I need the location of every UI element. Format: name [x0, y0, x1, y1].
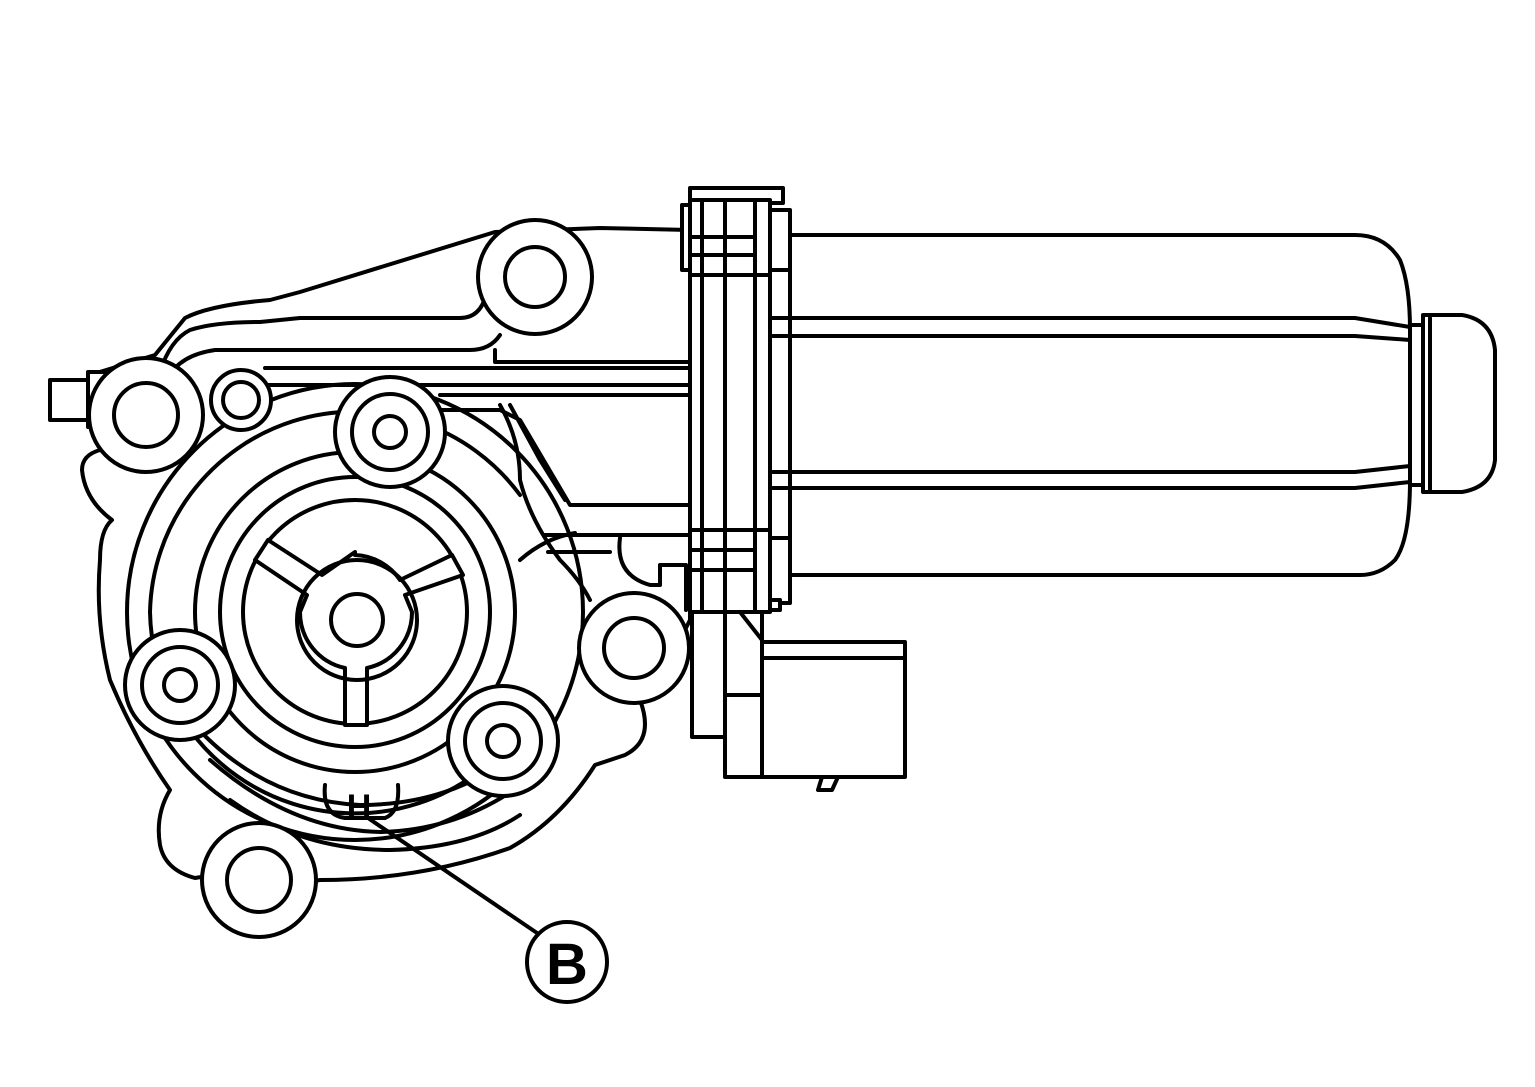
boss-left-lower [123, 628, 237, 742]
marking-letter: H [347, 788, 372, 826]
gear-cover-ring-4 [218, 475, 492, 749]
motor-end-cap [1421, 313, 1497, 494]
housing-inner-contour-top [158, 268, 492, 374]
electric-motor [768, 233, 1497, 577]
housing-diagonal-rib [498, 403, 592, 602]
boss-upper-center [333, 375, 447, 489]
hub-ring [295, 558, 419, 682]
motor-band-upper [768, 316, 1412, 342]
housing-channel-lower [518, 531, 692, 612]
housing-top-slot [493, 348, 692, 364]
motor-body [788, 233, 1412, 577]
housing-inner-contour-mid [166, 333, 502, 380]
electrical-connector [690, 610, 907, 792]
housing-rib-channel [438, 393, 692, 507]
small-pin [209, 368, 273, 432]
callout-circle [525, 920, 609, 1004]
boss-right [577, 591, 691, 705]
boss-lower-center [446, 684, 560, 798]
hub-bore [329, 592, 385, 648]
callout-label: B [546, 932, 588, 997]
callout-leader-line [366, 816, 542, 937]
marking-recess [322, 783, 401, 820]
boss-bottom-left [200, 821, 318, 939]
housing-rib-upper [263, 366, 692, 387]
central-hub [253, 538, 465, 727]
motor-band-lower [768, 464, 1412, 490]
mounting-flange [680, 186, 792, 614]
boss-top-center [476, 218, 594, 336]
gear-housing-outline [80, 226, 692, 886]
boss-left [48, 356, 205, 474]
gear-cover-outer-ring [125, 382, 585, 842]
